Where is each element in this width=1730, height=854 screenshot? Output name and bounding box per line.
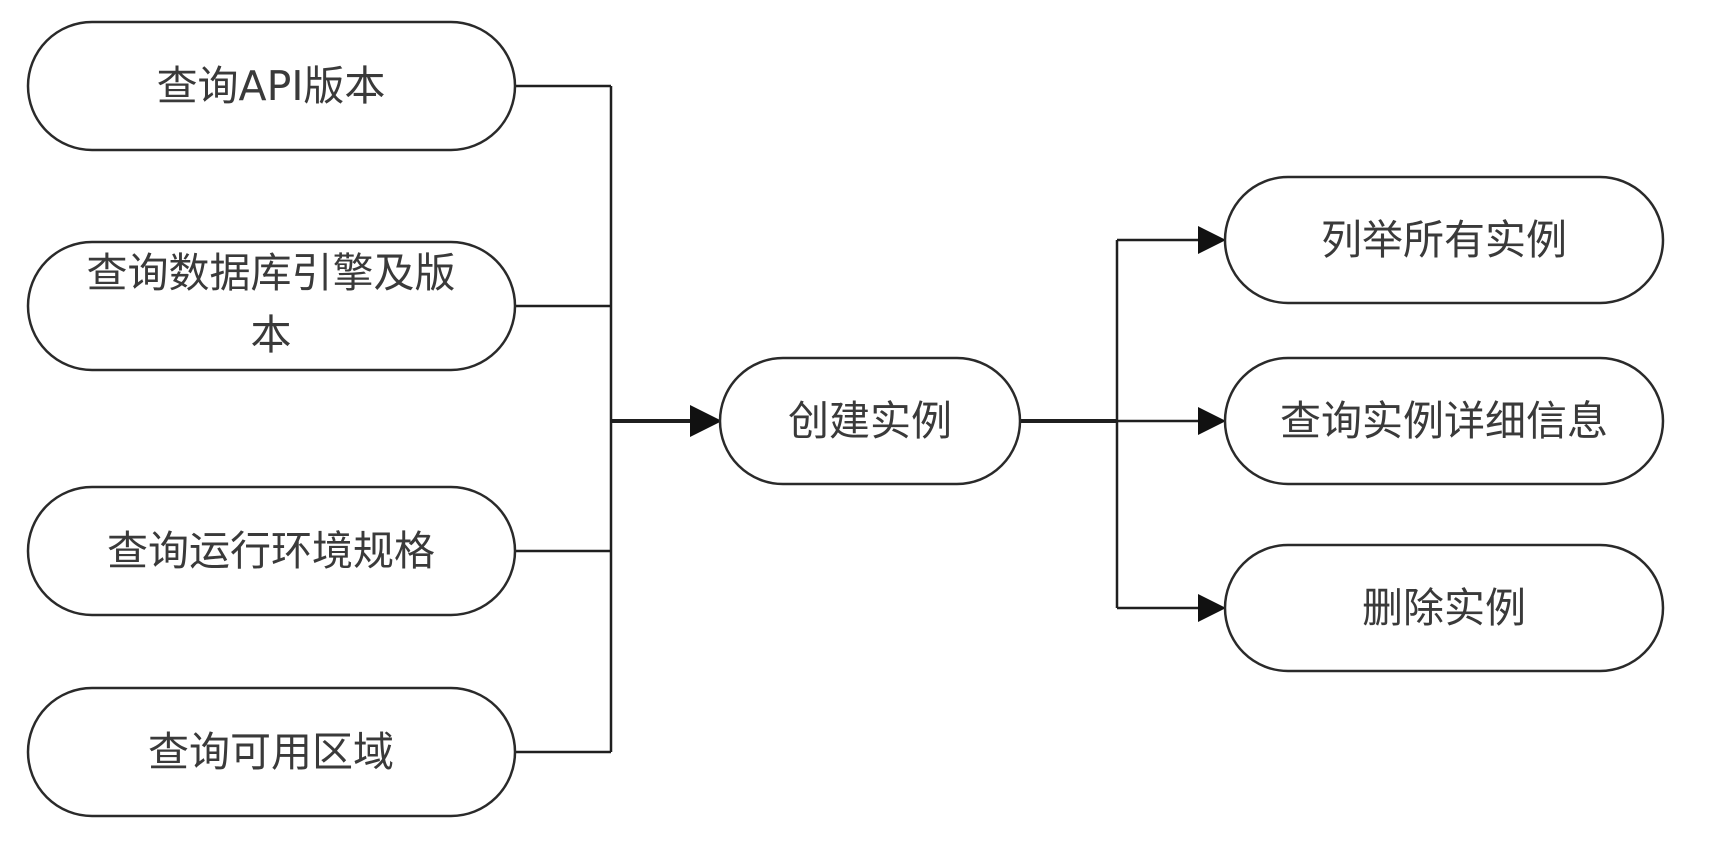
bus-to-center-arrow [611,405,722,437]
arrowhead-list-all-instances [1198,226,1226,254]
node-delete-instance: 删除实例 [1223,543,1665,673]
node-list-all-instances: 列举所有实例 [1223,175,1665,305]
arrowhead-query-instance-details [1198,407,1226,435]
node-label: 查询可用区域 [148,728,394,776]
node-label: 删除实例 [1362,584,1526,632]
node-query-runtime-spec: 查询运行环境规格 [26,485,517,617]
node-shape [26,686,517,818]
node-shape [1223,543,1665,673]
node-create-instance: 创建实例 [718,356,1022,486]
arrowhead-delete-instance [1198,594,1226,622]
node-query-api-version: 查询API版本 [26,20,517,152]
node-label: 查询API版本 [157,62,386,110]
node-label: 查询实例详细信息 [1280,397,1608,445]
output-connectors [1020,226,1226,622]
node-label: 查询运行环境规格 [107,527,435,575]
node-shape [26,20,517,152]
node-query-availability-zone: 查询可用区域 [26,686,517,818]
node-shape [1223,175,1665,305]
node-shape [26,485,517,617]
node-shape [1223,356,1665,486]
node-label-line-2: 本 [251,311,292,359]
node-label-line-1: 查询数据库引擎及版 [87,249,456,297]
center-arrowhead [690,405,722,437]
node-label: 列举所有实例 [1321,216,1567,264]
node-shape [718,356,1022,486]
node-query-instance-details: 查询实例详细信息 [1223,356,1665,486]
node-shape [26,240,517,372]
input-connectors [515,84,613,754]
node-query-db-engine-version: 查询数据库引擎及版 本 [26,240,517,372]
node-label: 创建实例 [788,397,952,445]
